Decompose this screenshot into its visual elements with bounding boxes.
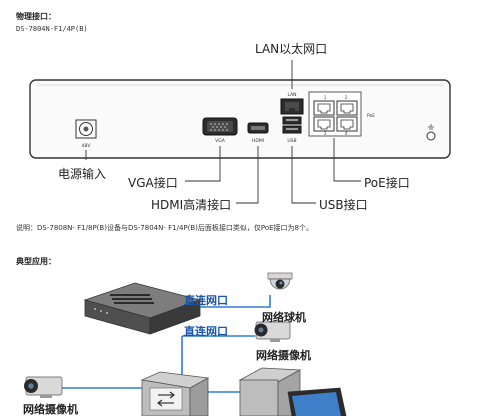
network-switch-icon — [140, 371, 210, 416]
physical-interface-heading: 物理接口： — [16, 12, 56, 21]
callout-lines — [85, 60, 361, 204]
dome-camera-icon — [267, 272, 293, 290]
computer-icon — [238, 367, 347, 416]
poe-port-block: 1 2 3 4 PoE — [308, 91, 375, 137]
vga-callout: VGA接口 — [128, 176, 178, 190]
usb-leader — [291, 146, 316, 204]
camera-right-icon — [254, 321, 291, 342]
hdmi-callout: HDMI高清接口 — [151, 198, 232, 212]
link-nvr-dome — [182, 295, 271, 308]
power-callout: 电源输入 — [58, 167, 107, 181]
camera-left-label: 网络摄像机 — [23, 403, 78, 416]
typical-application-heading: 典型应用： — [16, 257, 56, 266]
camera-right-label: 网络摄像机 — [256, 349, 311, 362]
direct-port-label-1: 直连网口 — [184, 294, 228, 307]
ground-terminal — [426, 124, 436, 141]
rear-panel-diagram: 48V VGA HDMI LAN USB 1 2 — [29, 60, 451, 204]
vga-port: VGA — [202, 117, 238, 144]
poe-number-1: 1 — [324, 95, 327, 100]
direct-port-label-2: 直连网口 — [184, 325, 228, 338]
vga-leader — [185, 146, 221, 182]
vga-small-label: VGA — [215, 138, 226, 144]
camera-left-icon — [24, 376, 63, 398]
lan-callout: LAN以太网口 — [255, 42, 328, 56]
nvr-device — [83, 282, 202, 335]
poe-callout: PoE接口 — [364, 176, 410, 190]
poe-small-label: PoE — [367, 113, 375, 119]
poe-number-2: 2 — [345, 95, 348, 100]
model-note: 说明：DS-7808N- F1/8P(B)设备与DS-7804N- F1/4P(… — [16, 224, 314, 232]
hdmi-leader — [236, 146, 259, 204]
lan-usb-stack: LAN USB — [280, 92, 304, 144]
usb-small-label: USB — [287, 138, 296, 144]
lan-small-label: LAN — [287, 92, 296, 98]
usb-callout: USB接口 — [319, 198, 368, 212]
model-number: DS-7804N-F1/4P(B) — [16, 25, 88, 33]
dome-camera-label: 网络球机 — [262, 311, 306, 324]
poe-number-4: 4 — [345, 131, 348, 136]
hdmi-port: HDMI — [247, 122, 269, 144]
power-port: 48V — [75, 119, 97, 149]
hdmi-small-label: HDMI — [252, 138, 264, 144]
poe-number-3: 3 — [324, 131, 327, 136]
power-small-label: 48V — [82, 143, 92, 149]
poe-leader — [333, 138, 361, 182]
